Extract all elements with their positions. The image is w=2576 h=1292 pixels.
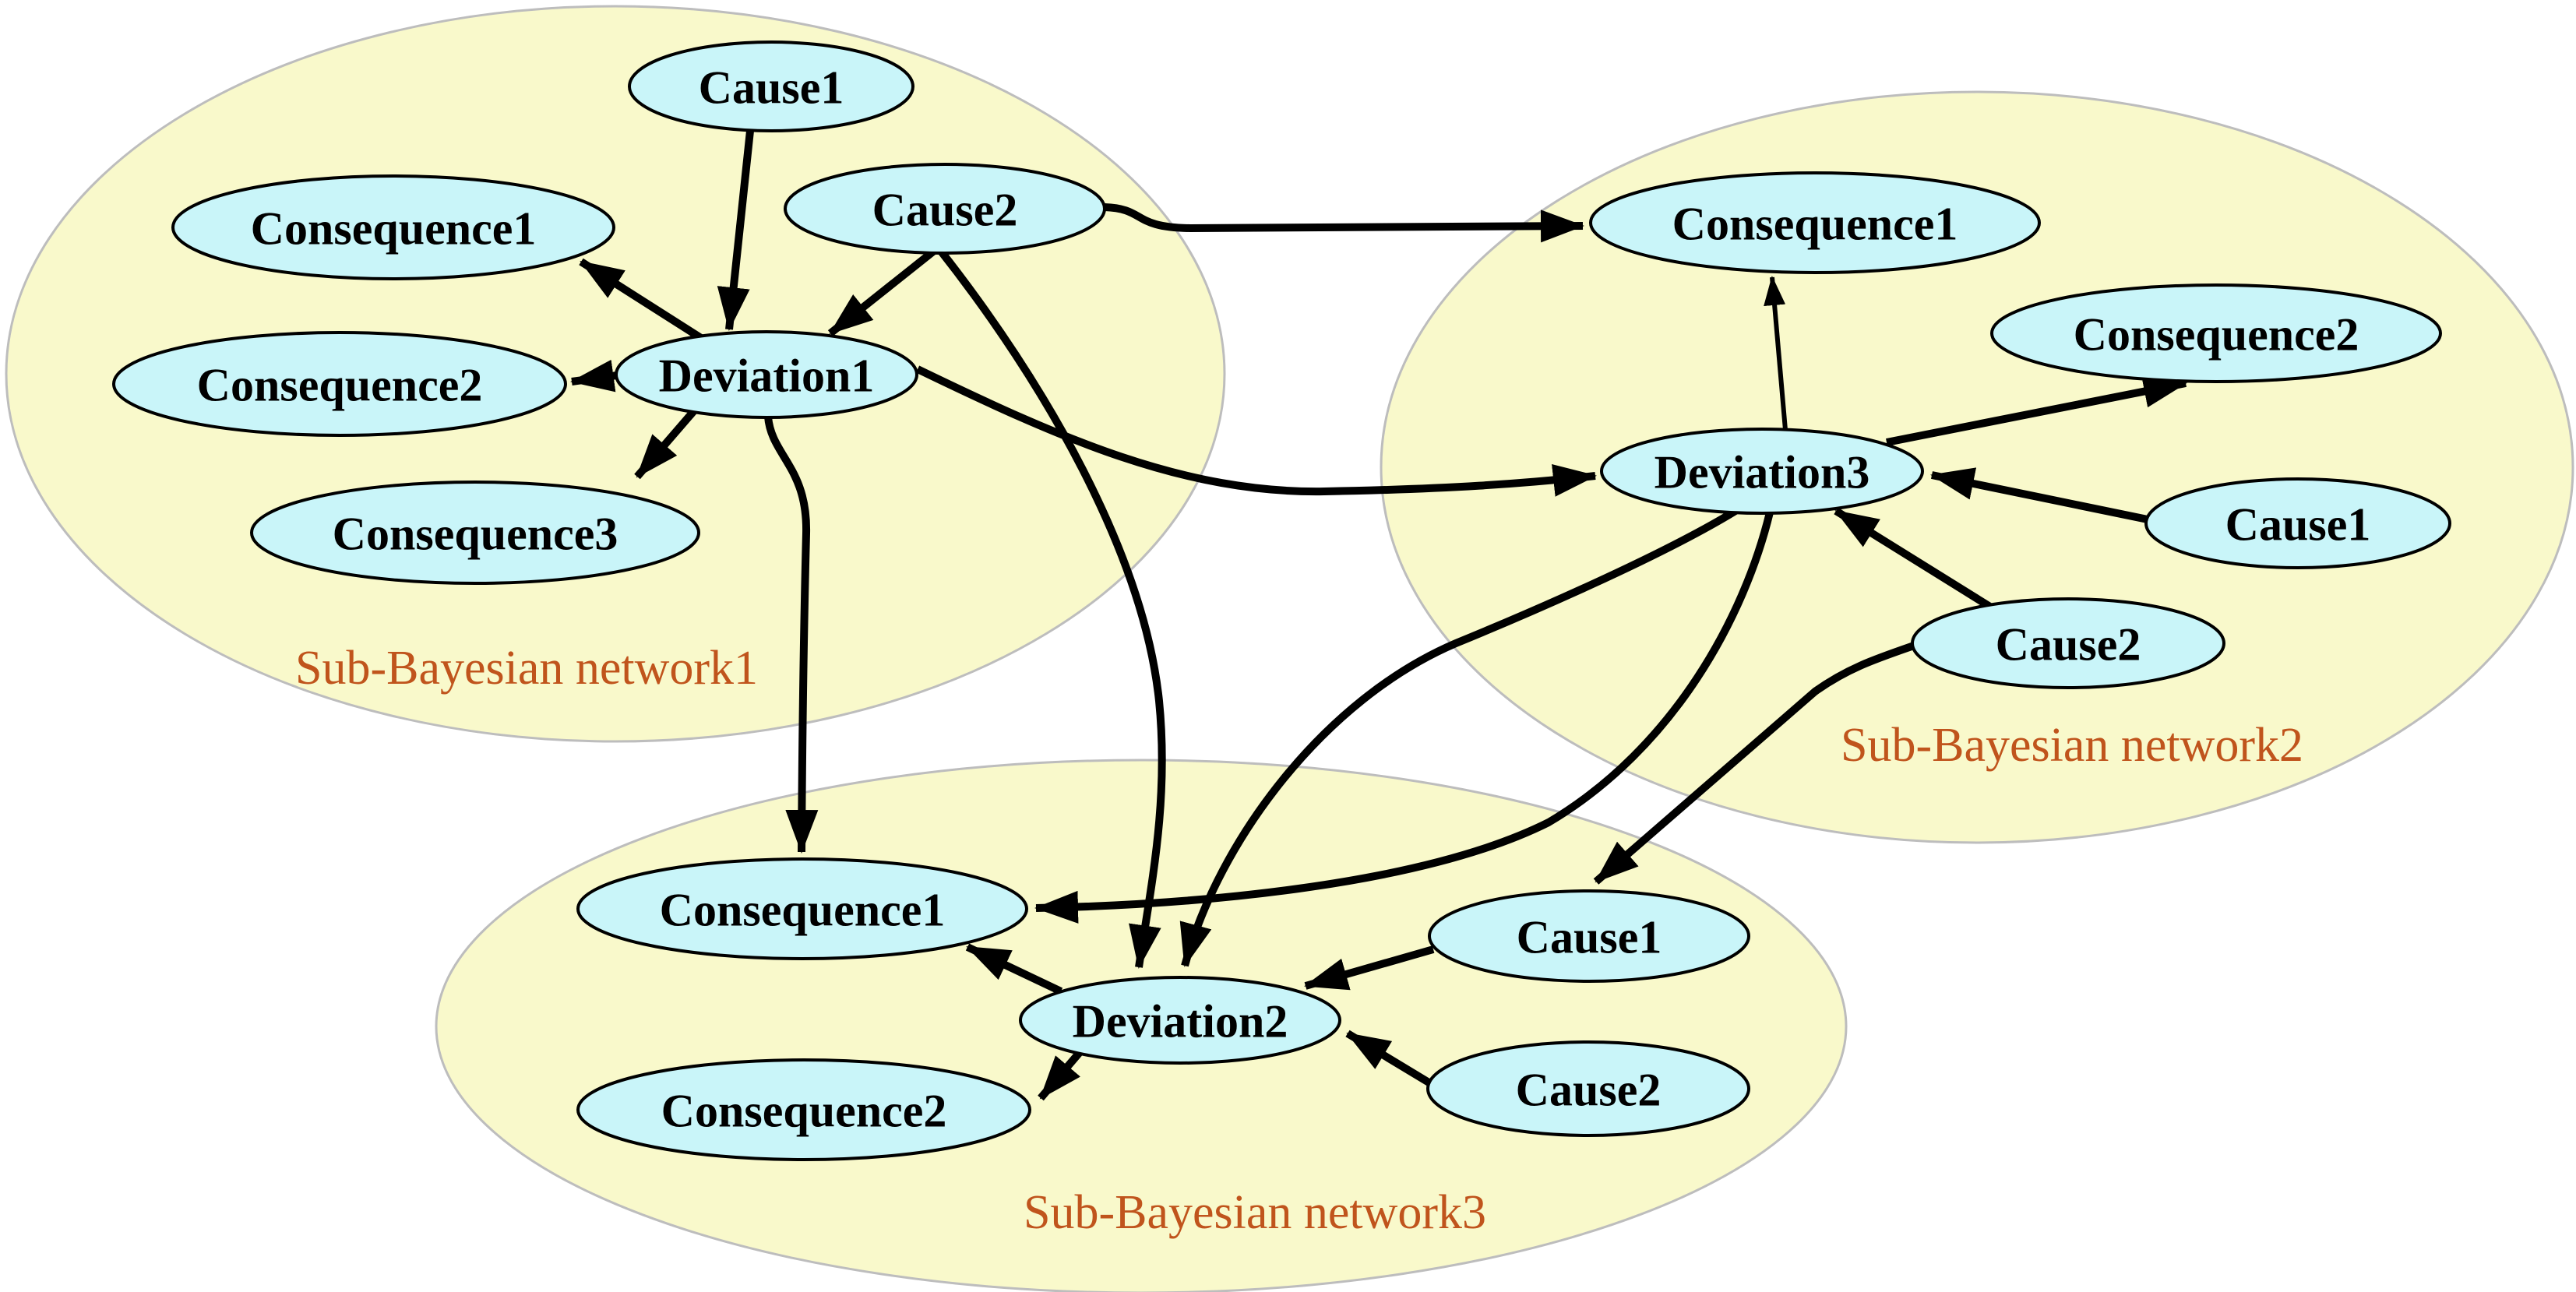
node-ellipse-sub1-consequence2 [112,331,567,437]
node-label-sub2-cause2: Cause2 [1996,619,2141,671]
node-sub3-deviation2: Deviation2 [1019,976,1341,1065]
edge-sub2-deviation3-to-sub2-consequence1 [1764,276,1788,431]
node-ellipse-sub3-cause1 [1428,889,1750,983]
node-ellipse-sub2-consequence2 [1990,283,2442,383]
edge-sub1-deviation1-to-sub1-consequence1 [579,258,706,343]
node-label-sub3-cause1: Cause1 [1517,912,1662,963]
node-ellipse-sub3-cause2 [1426,1040,1750,1137]
node-label-sub2-consequence2: Consequence2 [2074,309,2359,361]
node-sub2-consequence2: Consequence2 [1990,283,2442,383]
edge-sub1-cause2-to-sub1-deviation1 [827,245,940,336]
node-sub1-cause2: Cause2 [784,163,1106,255]
edge-sub1-deviation1-to-sub2-deviation3 [915,365,1597,497]
node-ellipse-sub1-consequence1 [171,174,615,280]
node-ellipse-sub3-consequence1 [576,857,1028,960]
node-ellipse-sub3-consequence2 [576,1058,1031,1161]
edge-sub1-cause2-to-sub3-deviation2 [936,246,1166,969]
node-sub1-deviation1: Deviation1 [615,330,918,419]
node-sub2-consequence1: Consequence1 [1589,171,2041,274]
node-ellipse-sub3-deviation2 [1019,976,1341,1065]
node-sub2-deviation3: Deviation3 [1600,428,1924,515]
node-ellipse-sub1-deviation1 [615,330,918,419]
edge-sub2-deviation3-to-sub3-consequence1 [1034,511,1774,924]
node-ellipse-sub2-cause1 [2144,477,2451,569]
node-sub2-cause2: Cause2 [1911,597,2225,689]
edge-sub2-cause2-to-sub3-cause1 [1593,642,1915,885]
edge-sub1-deviation1-to-sub1-consequence2 [570,359,618,393]
edge-sub2-deviation3-to-sub2-consequence2 [1886,375,2187,446]
node-label-sub3-cause2: Cause2 [1516,1065,1662,1116]
node-ellipse-sub2-consequence1 [1589,171,2041,274]
node-label-sub2-deviation3: Deviation3 [1654,447,1870,498]
node-sub1-cause1: Cause1 [628,40,914,132]
edge-sub3-deviation2-to-sub3-consequence2 [1038,1047,1084,1101]
node-sub2-cause1: Cause1 [2144,477,2451,569]
cluster-ellipse-sub2 [1380,90,2574,844]
edge-sub2-cause2-to-sub2-deviation3 [1834,507,2001,616]
subnetwork-sub2 [1380,90,2574,844]
node-label-sub1-cause1: Cause1 [699,62,844,114]
edge-sub3-deviation2-to-sub3-consequence1 [965,943,1063,995]
node-label-sub1-consequence3: Consequence3 [333,509,618,560]
node-sub3-cause1: Cause1 [1428,889,1750,983]
node-ellipse-sub2-deviation3 [1600,428,1924,515]
node-ellipse-sub1-cause2 [784,163,1106,255]
edge-sub2-cause1-to-sub2-deviation3 [1930,467,2149,523]
cluster-label-sub2: Sub-Bayesian network2 [1841,719,2303,772]
node-ellipse-sub1-consequence3 [250,481,700,585]
node-label-sub1-consequence1: Consequence1 [251,203,537,255]
node-sub3-cause2: Cause2 [1426,1040,1750,1137]
cluster-label-sub1: Sub-Bayesian network1 [295,642,758,695]
edge-sub3-cause1-to-sub3-deviation2 [1304,945,1435,991]
edge-sub3-cause2-to-sub3-deviation2 [1345,1030,1432,1087]
node-label-sub2-cause1: Cause1 [2225,499,2371,551]
node-sub1-consequence2: Consequence2 [112,331,567,437]
node-label-sub3-consequence1: Consequence1 [660,885,946,936]
edge-sub1-cause2-to-sub2-consequence1 [1104,203,1584,243]
node-ellipse-sub2-cause2 [1911,597,2225,689]
node-label-sub3-deviation2: Deviation2 [1073,996,1288,1047]
node-ellipse-sub1-cause1 [628,40,914,132]
node-label-sub2-consequence1: Consequence1 [1672,199,1958,250]
node-sub1-consequence1: Consequence1 [171,174,615,280]
cluster-label-sub3: Sub-Bayesian network3 [1024,1186,1486,1239]
node-label-sub1-deviation1: Deviation1 [659,350,875,402]
edge-sub1-cause1-to-sub1-deviation1 [717,130,754,331]
node-label-sub1-cause2: Cause2 [872,185,1018,236]
node-sub1-consequence3: Consequence3 [250,481,700,585]
node-label-sub3-consequence2: Consequence2 [661,1086,947,1137]
node-sub3-consequence2: Consequence2 [576,1058,1031,1161]
edge-layer [570,130,2187,1101]
edge-sub1-deviation1-to-sub1-consequence3 [634,405,700,480]
node-sub3-consequence1: Consequence1 [576,857,1028,960]
edge-sub2-deviation3-to-sub3-deviation2 [1179,507,1738,967]
node-label-sub1-consequence2: Consequence2 [197,360,483,411]
edge-sub1-deviation1-to-sub3-consequence1 [764,416,819,854]
